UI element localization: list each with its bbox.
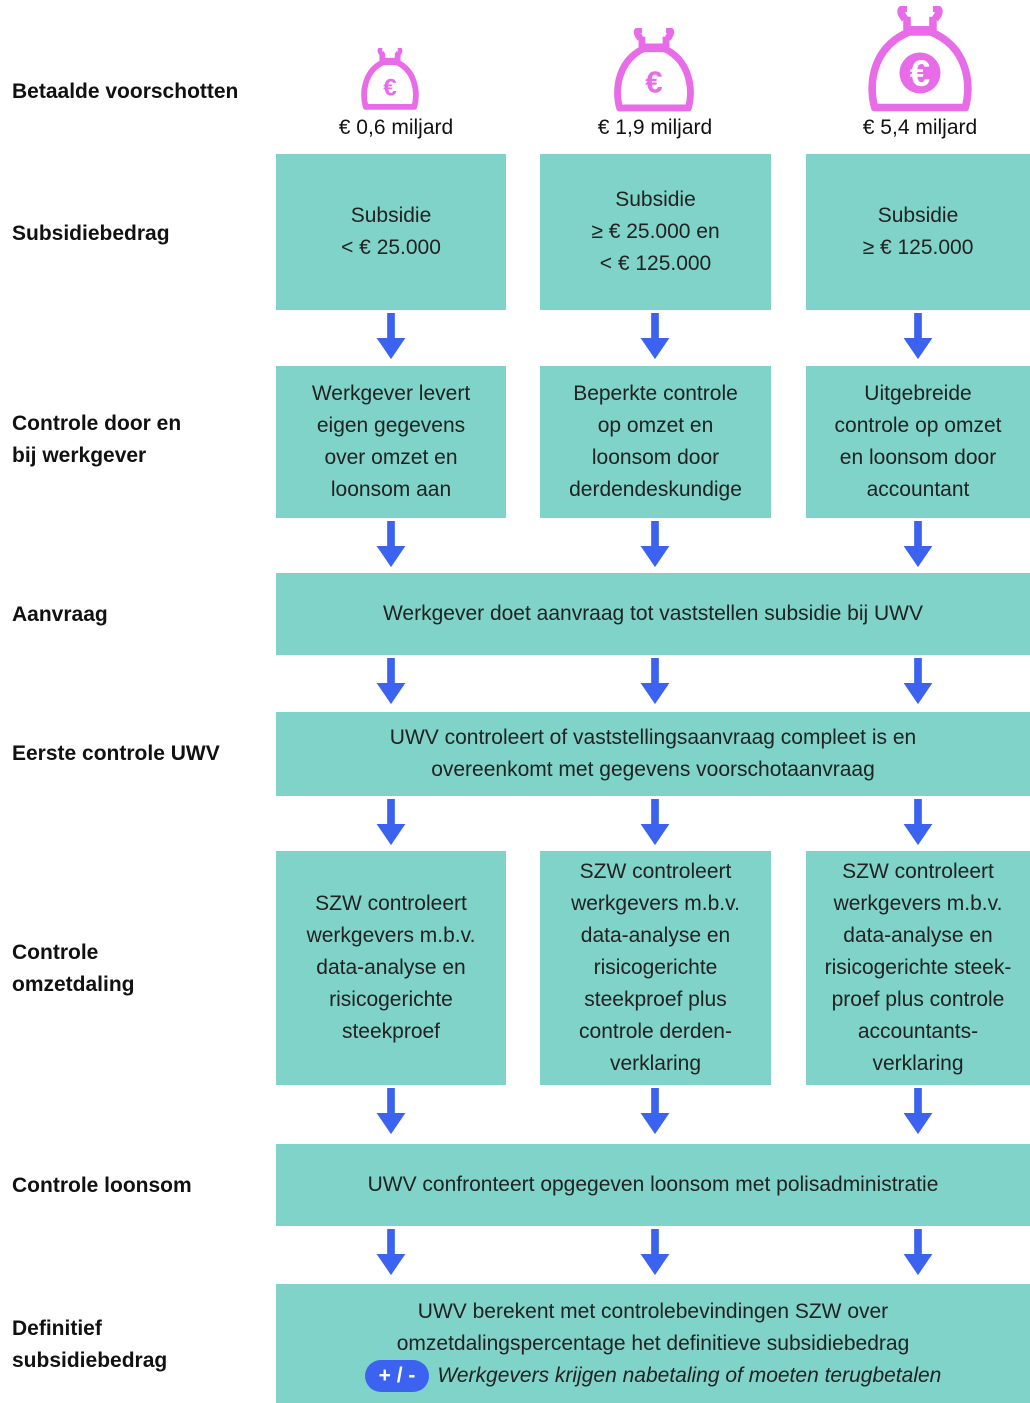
subsidie-box: Subsidie ≥ € 125.000 bbox=[806, 154, 1030, 310]
row-label-controle-loonsom: Controle loonsom bbox=[12, 1174, 192, 1197]
row-label-controle-werkgever: Controle door en bij werkgever bbox=[12, 412, 182, 467]
down-arrow-icon bbox=[640, 521, 670, 568]
down-arrow-icon bbox=[376, 658, 406, 705]
down-arrow-icon bbox=[376, 799, 406, 846]
down-arrow-icon bbox=[903, 799, 933, 846]
row-label-voorschotten: Betaalde voorschotten bbox=[12, 80, 239, 103]
down-arrow-icon bbox=[640, 1229, 670, 1276]
definitief-text: UWV berekent met controlebevindingen SZW… bbox=[396, 1299, 910, 1355]
down-arrow-icon bbox=[376, 1229, 406, 1276]
loonsom-box: UWV confronteert opgegeven loonsom met p… bbox=[276, 1144, 1030, 1226]
down-arrow-icon bbox=[640, 1088, 670, 1135]
row-label-aanvraag: Aanvraag bbox=[12, 603, 108, 626]
row-label-subsidiebedrag: Subsidiebedrag bbox=[12, 222, 170, 245]
down-arrow-icon bbox=[903, 313, 933, 360]
definitief-content: UWV berekent met controlebevindingen SZW… bbox=[364, 1296, 942, 1392]
money-bag-icon: € bbox=[868, 6, 972, 112]
money-bag-icon: € bbox=[361, 48, 419, 110]
aanvraag-box: Werkgever doet aanvraag tot vaststellen … bbox=[276, 573, 1030, 655]
down-arrow-icon bbox=[640, 313, 670, 360]
down-arrow-icon bbox=[376, 1088, 406, 1135]
eerste-controle-box: UWV controleert of vaststellingsaanvraag… bbox=[276, 712, 1030, 796]
svg-text:€: € bbox=[645, 65, 662, 100]
definitief-box: UWV berekent met controlebevindingen SZW… bbox=[276, 1284, 1030, 1403]
money-bag-icon: € bbox=[614, 28, 694, 112]
amount-label: € 1,9 miljard bbox=[597, 116, 713, 139]
row-label-definitief: Definitief subsidiebedrag bbox=[12, 1317, 168, 1372]
controle-werkgever-box: Beperkte controle op omzet en loonsom do… bbox=[540, 366, 771, 518]
down-arrow-icon bbox=[903, 521, 933, 568]
down-arrow-icon bbox=[640, 799, 670, 846]
subsidie-box: Subsidie ≥ € 25.000 en < € 125.000 bbox=[540, 154, 771, 310]
definitief-note-row: + / - Werkgevers krijgen nabetaling of m… bbox=[364, 1359, 942, 1392]
plus-minus-badge: + / - bbox=[364, 1359, 430, 1392]
down-arrow-icon bbox=[640, 658, 670, 705]
omzetdaling-box: SZW controleert werkgevers m.b.v. data-a… bbox=[276, 851, 506, 1085]
controle-werkgever-box: Werkgever levert eigen gegevens over omz… bbox=[276, 366, 506, 518]
omzetdaling-box: SZW controleert werkgevers m.b.v. data-a… bbox=[540, 851, 771, 1085]
down-arrow-icon bbox=[903, 1229, 933, 1276]
down-arrow-icon bbox=[376, 313, 406, 360]
svg-text:€: € bbox=[910, 53, 930, 94]
amount-label: € 5,4 miljard bbox=[862, 116, 978, 139]
svg-text:€: € bbox=[383, 74, 397, 101]
definitief-note: Werkgevers krijgen nabetaling of moeten … bbox=[437, 1363, 942, 1387]
down-arrow-icon bbox=[903, 658, 933, 705]
subsidie-box: Subsidie < € 25.000 bbox=[276, 154, 506, 310]
row-label-eerste-controle: Eerste controle UWV bbox=[12, 742, 220, 765]
down-arrow-icon bbox=[903, 1088, 933, 1135]
row-label-controle-omzetdaling: Controle omzetdaling bbox=[12, 941, 135, 996]
controle-werkgever-box: Uitgebreide controle op omzet en loonsom… bbox=[806, 366, 1030, 518]
amount-label: € 0,6 miljard bbox=[338, 116, 454, 139]
omzetdaling-box: SZW controleert werkgevers m.b.v. data-a… bbox=[806, 851, 1030, 1085]
down-arrow-icon bbox=[376, 521, 406, 568]
